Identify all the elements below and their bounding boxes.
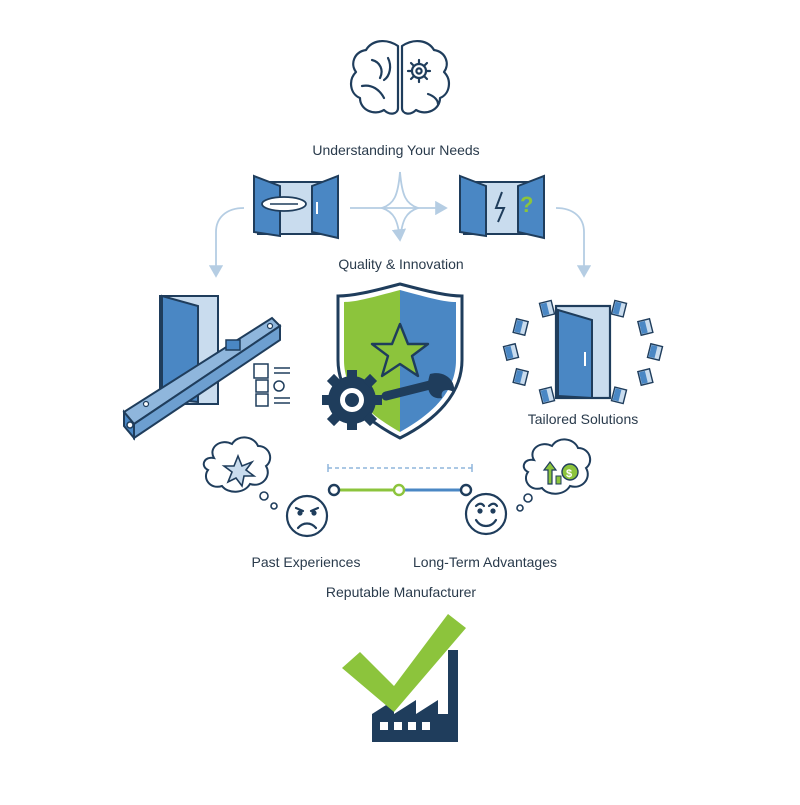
wrench-icon xyxy=(381,373,455,401)
label-long-term-advantages: Long-Term Advantages xyxy=(413,554,557,570)
door-question-icon: ? xyxy=(459,174,545,240)
growth-dollar-thought-bubble-icon: $ xyxy=(516,438,592,512)
label-reputable-manufacturer: Reputable Manufacturer xyxy=(325,584,477,600)
mini-door-icon xyxy=(502,342,520,362)
label-tailored-solutions: Tailored Solutions xyxy=(527,411,639,427)
mini-door-ring xyxy=(502,299,664,405)
gear-icon xyxy=(322,370,382,430)
mini-door-icon xyxy=(610,299,628,318)
mini-door-icon xyxy=(512,317,530,337)
brain-gear-icon xyxy=(350,40,450,115)
mini-door-icon xyxy=(646,342,664,362)
mini-door-icon xyxy=(538,386,556,405)
door-with-mini-doors-icon xyxy=(502,299,664,405)
factory-checkmark-icon xyxy=(342,614,466,742)
svg-text:?: ? xyxy=(520,192,533,217)
label-understanding-your-needs: Understanding Your Needs xyxy=(312,142,480,158)
happy-face-icon xyxy=(464,492,508,536)
mini-door-icon xyxy=(636,317,654,337)
shield-star-gear-wrench-icon xyxy=(322,282,464,440)
mini-door-icon xyxy=(636,367,654,387)
svg-text:$: $ xyxy=(566,468,572,480)
mini-door-icon xyxy=(610,386,628,405)
open-door-icon xyxy=(253,174,339,240)
door-frame-beam-icon xyxy=(122,294,282,441)
label-quality-innovation: Quality & Innovation xyxy=(338,256,464,272)
experience-timeline xyxy=(327,464,473,497)
mini-door-icon xyxy=(538,299,556,318)
mini-door-icon xyxy=(512,367,530,387)
spec-list-icon xyxy=(253,363,290,407)
connector-arrows xyxy=(208,171,592,278)
sad-face-icon xyxy=(285,494,329,538)
frustration-thought-bubble-icon xyxy=(202,436,278,510)
label-past-experiences: Past Experiences xyxy=(251,554,361,570)
